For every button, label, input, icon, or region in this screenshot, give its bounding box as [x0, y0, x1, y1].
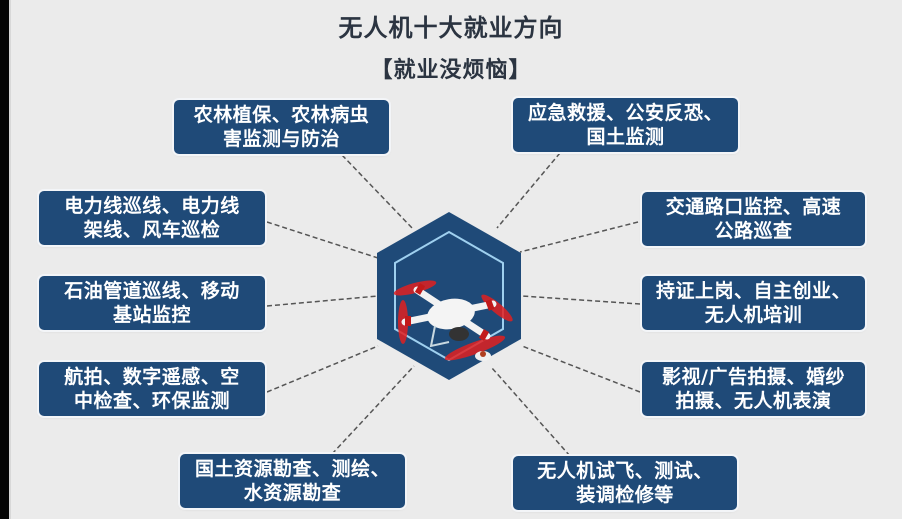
- direction-box-agriculture: 农林植保、农林病虫 害监测与防治: [174, 100, 389, 154]
- direction-box-film: 影视/广告拍摄、婚纱 拍摄、无人机表演: [642, 362, 865, 416]
- connector-emergency: [496, 152, 561, 229]
- direction-text-line1: 石油管道巡线、移动: [64, 280, 240, 302]
- connector-pipeline: [266, 295, 379, 307]
- connector-film: [521, 345, 641, 393]
- direction-text-line1: 航拍、数字遥感、空: [64, 366, 240, 388]
- center-hexagon: [375, 210, 523, 382]
- direction-text-line2: 拍摄、无人机表演: [675, 390, 832, 412]
- connector-land-resources: [331, 365, 415, 455]
- direction-text-line2: 水资源勘查: [243, 482, 342, 504]
- direction-text-line1: 电力线巡线、电力线: [64, 195, 240, 217]
- direction-text-line1: 持证上岗、自主创业、: [655, 280, 851, 302]
- direction-text-line2: 公路巡查: [714, 220, 793, 242]
- page-title: 无人机十大就业方向: [338, 14, 564, 42]
- direction-box-emergency: 应急救援、公安反恐、 国土监测: [513, 98, 738, 152]
- connector-testing: [491, 367, 571, 457]
- direction-text-line1: 国土资源勘查、测绘、: [194, 458, 390, 480]
- direction-text-line2: 无人机培训: [704, 304, 803, 326]
- connector-power-line: [266, 221, 379, 259]
- direction-box-power-line: 电力线巡线、电力线 架线、风车巡检: [39, 191, 265, 245]
- direction-text-line2: 架线、风车巡检: [83, 219, 221, 241]
- direction-box-pipeline: 石油管道巡线、移动 基站监控: [39, 276, 265, 330]
- page-subtitle: 【就业没烦恼】: [370, 58, 532, 83]
- direction-box-aerial-survey: 航拍、数字遥感、空 中检查、环保监测: [39, 362, 265, 416]
- connector-agriculture: [341, 154, 415, 231]
- direction-text-line2: 害监测与防治: [222, 128, 340, 150]
- direction-text-line2: 装调检修等: [576, 484, 674, 506]
- direction-box-training: 持证上岗、自主创业、 无人机培训: [642, 276, 865, 330]
- left-edge-strip: [0, 0, 9, 519]
- connector-traffic: [519, 221, 639, 253]
- drone-icon: [377, 212, 521, 380]
- connector-aerial-survey: [266, 345, 379, 393]
- direction-text-line1: 农林植保、农林病虫: [193, 104, 370, 126]
- direction-text-line1: 影视/广告拍摄、婚纱: [662, 366, 845, 388]
- direction-box-testing: 无人机试飞、测试、 装调检修等: [513, 456, 737, 510]
- direction-text-line1: 应急救援、公安反恐、: [527, 102, 723, 124]
- direction-text-line1: 无人机试飞、测试、: [537, 460, 713, 482]
- direction-box-land-resources: 国土资源勘查、测绘、 水资源勘查: [180, 454, 405, 508]
- direction-box-traffic: 交通路口监控、高速 公路巡查: [642, 192, 865, 246]
- direction-text-line2: 中检查、环保监测: [73, 390, 230, 412]
- direction-text-line1: 交通路口监控、高速: [665, 196, 842, 218]
- left-edge-line: [9, 0, 11, 519]
- direction-text-line2: 国土监测: [586, 126, 665, 148]
- connector-training: [521, 295, 641, 305]
- direction-text-line2: 基站监控: [112, 304, 191, 326]
